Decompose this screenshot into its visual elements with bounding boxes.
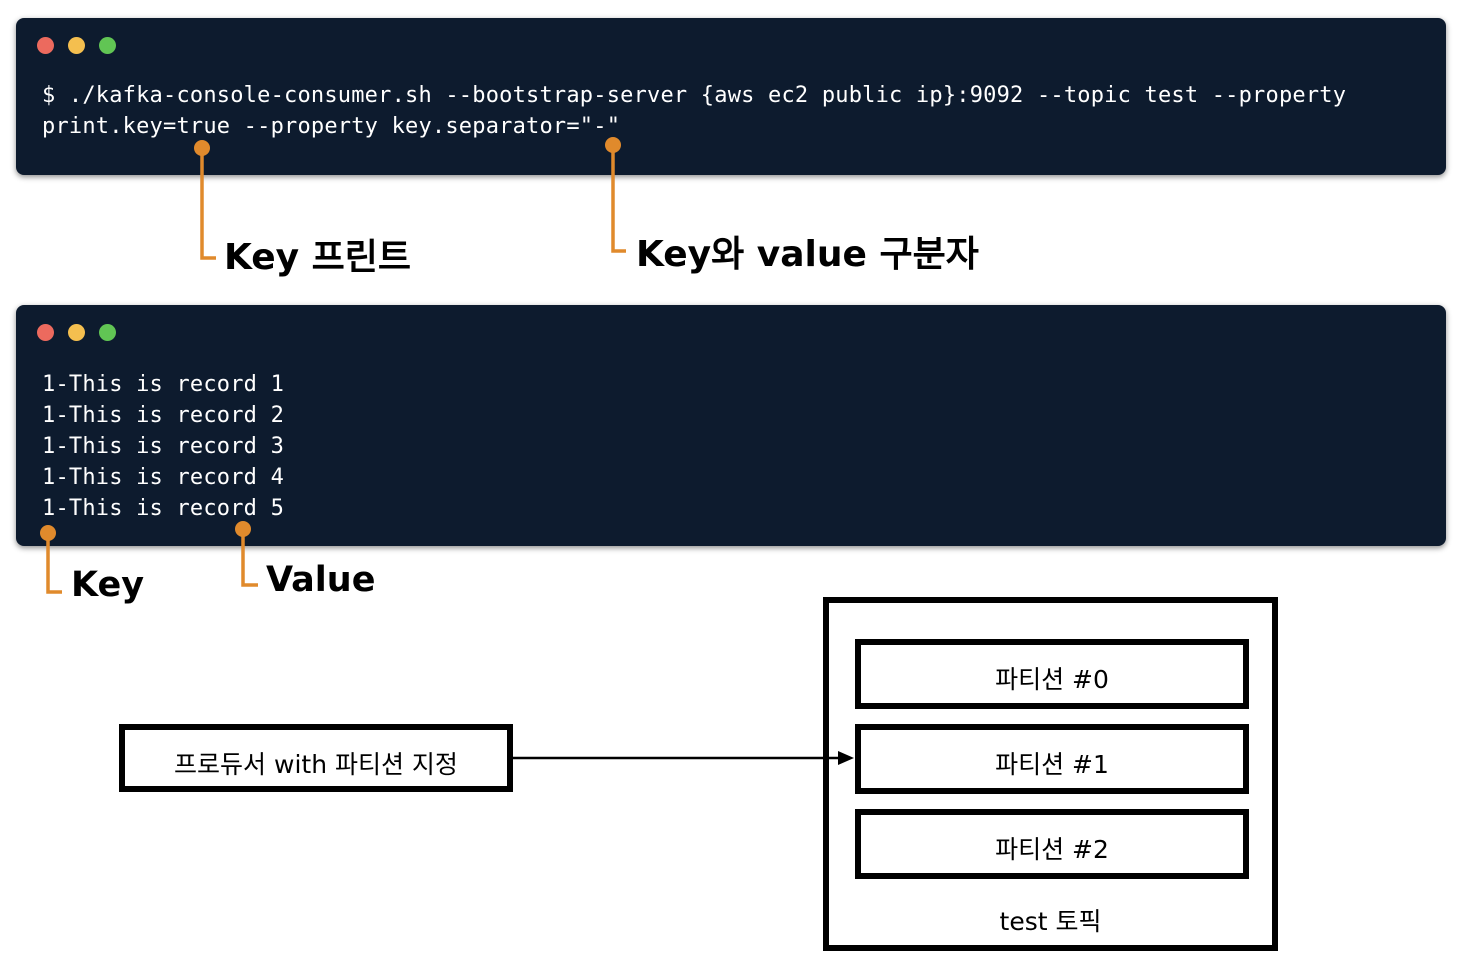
command-terminal-window: $ ./kafka-console-consumer.sh --bootstra… — [16, 18, 1446, 175]
output-text: 1-This is record 1 1-This is record 2 1-Th… — [42, 369, 284, 524]
partition-1-label: 파티션 #1 — [995, 750, 1109, 779]
partition-0-label: 파티션 #0 — [995, 665, 1109, 694]
separator-label: Key와 value 구분자 — [636, 234, 979, 275]
command-line-1: $ ./kafka-console-consumer.sh --bootstra… — [42, 83, 1347, 108]
output-line: 1-This is record 2 — [42, 403, 285, 428]
key-print-label: Key 프린트 — [224, 237, 412, 278]
producer-box: 프로듀서 with 파티션 지정 — [119, 724, 513, 792]
command-line-2: print.key=true --property key.separator=… — [42, 114, 621, 139]
output-line: 1-This is record 3 — [42, 434, 285, 459]
topic-label: test 토픽 — [999, 907, 1102, 936]
output-line: 1-This is record 4 — [42, 465, 285, 490]
command-text: $ ./kafka-console-consumer.sh --bootstra… — [42, 80, 1346, 142]
value-label: Value — [266, 560, 376, 600]
maximize-dot-icon — [99, 324, 116, 341]
partition-2-box: 파티션 #2 — [855, 809, 1249, 879]
producer-label: 프로듀서 with 파티션 지정 — [174, 750, 458, 779]
close-dot-icon — [37, 37, 54, 54]
key-label: Key — [71, 565, 145, 605]
partition-2-label: 파티션 #2 — [995, 835, 1109, 864]
partition-0-box: 파티션 #0 — [855, 639, 1249, 709]
output-terminal-window: 1-This is record 1 1-This is record 2 1-Th… — [16, 305, 1446, 546]
output-line: 1-This is record 5 — [42, 496, 285, 521]
output-line: 1-This is record 1 — [42, 372, 285, 397]
minimize-dot-icon — [68, 37, 85, 54]
topic-box: 파티션 #0 파티션 #1 파티션 #2 test 토픽 — [823, 597, 1278, 951]
window-controls — [37, 324, 116, 341]
close-dot-icon — [37, 324, 54, 341]
window-controls — [37, 37, 116, 54]
minimize-dot-icon — [68, 324, 85, 341]
partition-1-box: 파티션 #1 — [855, 724, 1249, 794]
maximize-dot-icon — [99, 37, 116, 54]
